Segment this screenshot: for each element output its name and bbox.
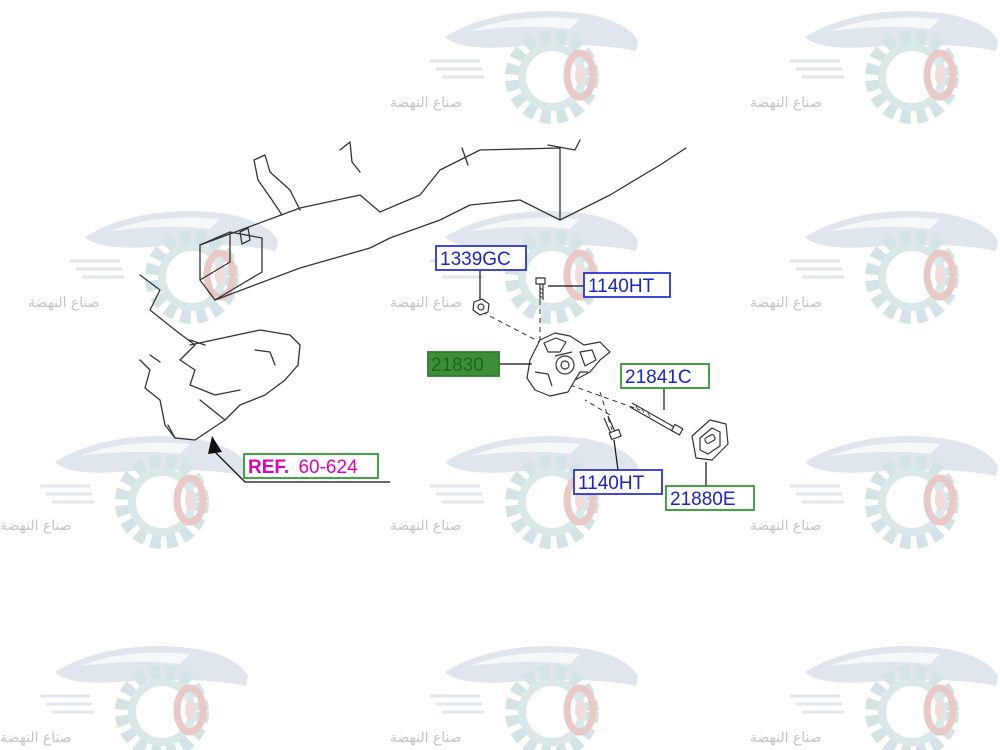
bolt-1140ht-top (535, 277, 546, 300)
watermark-text: صناع النهضة (0, 730, 72, 746)
part-label-text: 1140HT (578, 473, 645, 494)
part-label-1140ht-bottom[interactable]: 1140HT (573, 469, 663, 495)
watermark-text: صناع النهضة (750, 730, 822, 746)
part-label-text: 1339GC (440, 249, 511, 270)
ref-label[interactable]: REF. 60-624 (243, 453, 379, 479)
bolt-21841c (629, 402, 684, 436)
arrow-head-icon (208, 436, 222, 454)
watermark-text: صناع النهضة (390, 518, 462, 534)
part-label-text: 1140HT (588, 276, 655, 297)
watermark-text: صناع النهضة (750, 518, 822, 534)
ref-prefix: REF. (248, 457, 289, 478)
watermark-text: صناع النهضة (750, 95, 822, 111)
ref-leader-line (208, 436, 390, 483)
ref-text: REF. 60-624 (248, 457, 358, 478)
callout-leaders (479, 270, 707, 486)
watermark-text: صناع النهضة (390, 295, 462, 311)
part-label-1339gc[interactable]: 1339GC (435, 245, 527, 271)
part-label-21880e[interactable]: 21880E (665, 485, 755, 511)
mount-bracket-21830 (526, 332, 611, 397)
part-label-text: 21830 (431, 355, 484, 376)
watermark-layer: صناع النهضة صناع النهضة صناع النهضة صناع… (0, 11, 998, 750)
vehicle-frame-outline (139, 139, 687, 441)
part-label-text: 21841C (625, 367, 692, 388)
part-label-21830[interactable]: 21830 (427, 351, 500, 377)
cap-21880e (691, 419, 729, 461)
watermark-text: صناع النهضة (750, 295, 822, 311)
part-label-1140ht-top[interactable]: 1140HT (583, 272, 671, 298)
engine-mount-assembly (472, 277, 729, 461)
ref-number: 60-624 (298, 457, 358, 478)
watermark-logo-icon (70, 211, 278, 317)
part-label-text: 21880E (670, 489, 736, 510)
nut-1339gc (472, 298, 490, 316)
bolt-1140ht-bottom (603, 415, 622, 441)
watermark-text: صناع النهضة (28, 295, 100, 311)
watermark-text: صناع النهضة (390, 730, 462, 746)
watermark-text: صناع النهضة (0, 518, 72, 534)
part-label-21841c[interactable]: 21841C (620, 363, 710, 389)
watermark-text: صناع النهضة (390, 95, 462, 111)
